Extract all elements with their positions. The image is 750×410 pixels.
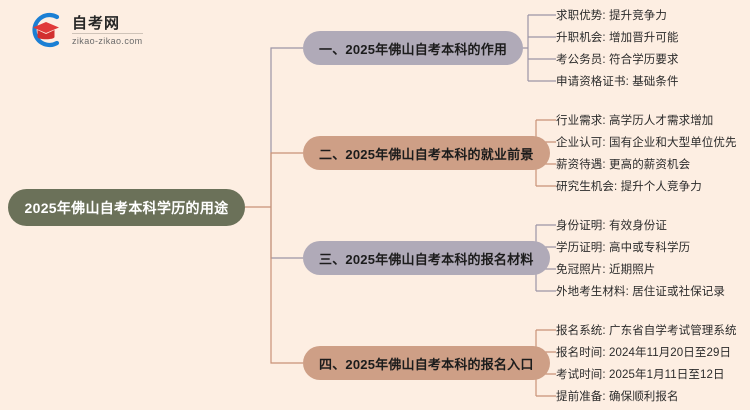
site-logo[interactable]: 自考网 zikao-zikao.com (26, 10, 143, 50)
leaf-item[interactable]: 提前准备: 确保顺利报名 (556, 391, 679, 403)
leaf-item[interactable]: 考公务员: 符合学历要求 (556, 54, 679, 66)
branch-node-3[interactable]: 三、2025年佛山自考本科的报名材料 (303, 241, 550, 275)
leaf-item[interactable]: 外地考生材料: 居住证或社保记录 (556, 286, 725, 298)
branch-node-1[interactable]: 一、2025年佛山自考本科的作用 (303, 31, 524, 65)
branch-node-4[interactable]: 四、2025年佛山自考本科的报名入口 (303, 346, 550, 380)
leaf-item[interactable]: 企业认可: 国有企业和大型单位优先 (556, 137, 737, 149)
leaf-item[interactable]: 研究生机会: 提升个人竞争力 (556, 181, 702, 193)
leaf-item[interactable]: 学历证明: 高中或专科学历 (556, 242, 691, 254)
logo-domain: zikao-zikao.com (72, 35, 143, 46)
leaf-item[interactable]: 考试时间: 2025年1月11日至12日 (556, 369, 725, 381)
leaf-item[interactable]: 报名时间: 2024年11月20日至29日 (556, 347, 732, 359)
logo-title: 自考网 (72, 15, 143, 34)
leaf-item[interactable]: 求职优势: 提升竞争力 (556, 10, 667, 22)
mindmap-root-node[interactable]: 2025年佛山自考本科学历的用途 (8, 189, 245, 226)
leaf-item[interactable]: 行业需求: 高学历人才需求增加 (556, 115, 714, 127)
leaf-item[interactable]: 报名系统: 广东省自学考试管理系统 (556, 325, 737, 337)
branch-node-2[interactable]: 二、2025年佛山自考本科的就业前景 (303, 136, 550, 170)
leaf-item[interactable]: 申请资格证书: 基础条件 (556, 76, 679, 88)
leaf-item[interactable]: 免冠照片: 近期照片 (556, 264, 656, 276)
leaf-item[interactable]: 升职机会: 增加晋升可能 (556, 32, 679, 44)
graduation-cap-logo-icon (26, 10, 66, 50)
leaf-item[interactable]: 薪资待遇: 更高的薪资机会 (556, 159, 691, 171)
leaf-item[interactable]: 身份证明: 有效身份证 (556, 220, 667, 232)
